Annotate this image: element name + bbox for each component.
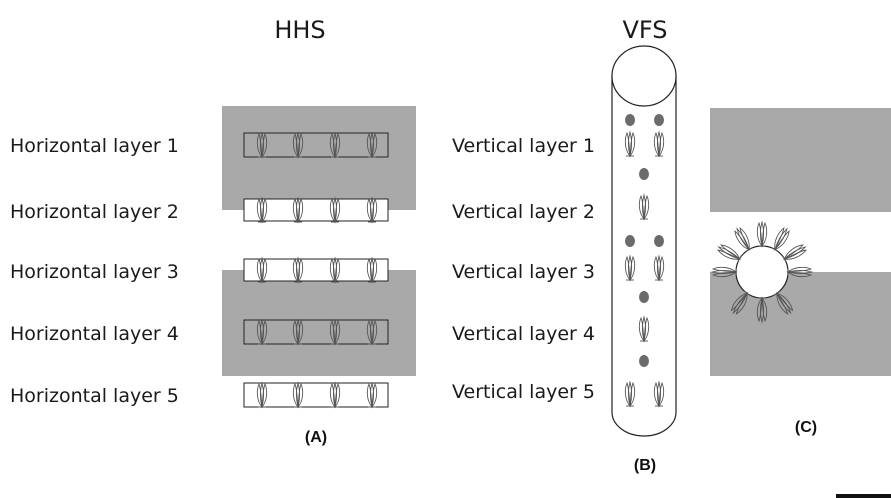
horizontal-layer-3-label: Horizontal layer 3 [10, 261, 179, 283]
hhs-title: HHS [274, 16, 325, 44]
panel-b-label: (B) [634, 457, 656, 474]
horizontal-layer-2-tray [243, 197, 389, 223]
scale-bar [836, 494, 891, 498]
panel-a-label: (A) [305, 429, 327, 446]
vertical-layer-3-label: Vertical layer 3 [452, 261, 595, 283]
vertical-layer-4-label: Vertical layer 4 [452, 323, 595, 345]
shade-band-top [222, 106, 416, 210]
panel-c-shade-bottom [710, 272, 891, 376]
rotating-drum [711, 221, 813, 323]
horizontal-layer-2-label: Horizontal layer 2 [10, 201, 179, 223]
horizontal-layer-5-tray [243, 382, 389, 408]
horizontal-layer-5-label: Horizontal layer 5 [10, 385, 179, 407]
panel-c-label: (C) [795, 419, 817, 436]
horizontal-layer-1-tray [243, 132, 389, 158]
horizontal-layer-3-tray [243, 257, 389, 283]
vertical-tube [611, 45, 677, 437]
vfs-title: VFS [622, 16, 667, 44]
panel-c-shade-top [710, 108, 891, 212]
vertical-layer-2-label: Vertical layer 2 [452, 201, 595, 223]
tube-cap-circle [611, 45, 677, 107]
tube-contents [624, 114, 665, 407]
horizontal-layer-4-tray [243, 319, 389, 345]
horizontal-layer-1-label: Horizontal layer 1 [10, 135, 179, 157]
shade-band-bottom [222, 270, 416, 376]
vertical-layer-5-label: Vertical layer 5 [452, 381, 595, 403]
horizontal-layer-4-label: Horizontal layer 4 [10, 323, 179, 345]
vertical-layer-1-label: Vertical layer 1 [452, 135, 595, 157]
